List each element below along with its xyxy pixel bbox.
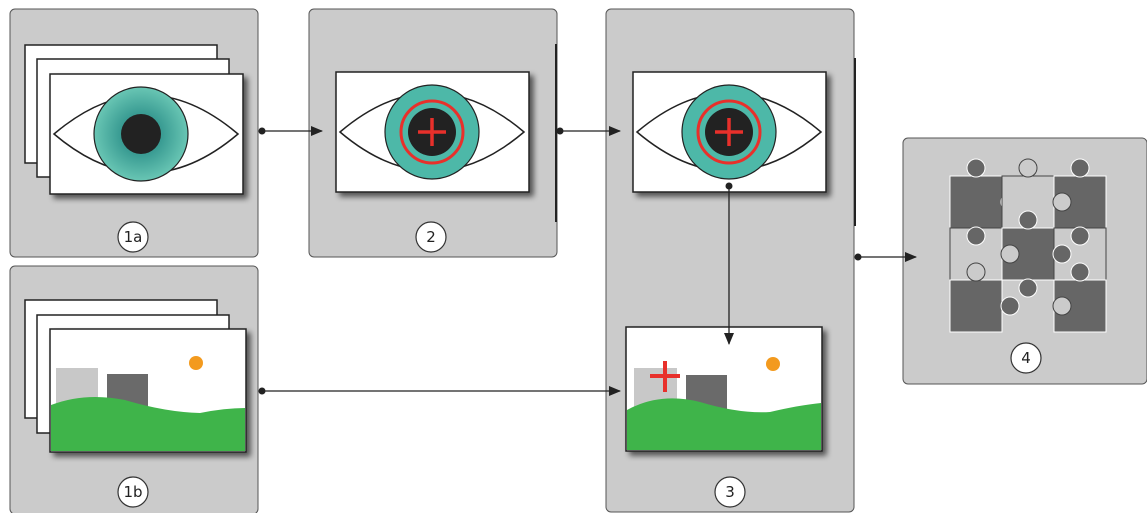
svg-text:4: 4: [1021, 349, 1031, 367]
svg-text:3: 3: [725, 483, 735, 501]
panel-3: 3: [605, 8, 856, 513]
panel-2: 2: [308, 8, 558, 258]
svg-text:2: 2: [426, 228, 436, 246]
connector-eye-to-landscape: [724, 182, 734, 345]
landscape-icon: [625, 326, 823, 452]
step-badge-1b: 1b: [117, 476, 149, 508]
connector-1a-to-2: [258, 126, 323, 136]
connector-1b-to-3: [258, 386, 621, 396]
step-badge-3: 3: [714, 476, 746, 508]
connector-3-to-4: [854, 252, 917, 262]
crosshair-icon: [715, 118, 743, 146]
step-badge-4: 4: [1010, 342, 1042, 374]
puzzle-icon: [949, 158, 1107, 333]
connector-2-to-3: [556, 126, 621, 136]
svg-text:1a: 1a: [124, 228, 143, 246]
panel-4: 4: [902, 137, 1147, 385]
svg-text:1b: 1b: [123, 483, 142, 501]
landscape-icon: [49, 328, 247, 453]
crosshair-icon: [650, 361, 680, 392]
step-badge-1a: 1a: [117, 221, 149, 253]
step-badge-2: 2: [415, 221, 447, 253]
panel-1a: 1a: [9, 8, 259, 258]
panel-1b: 1b: [9, 265, 259, 513]
crosshair-icon: [418, 118, 446, 146]
